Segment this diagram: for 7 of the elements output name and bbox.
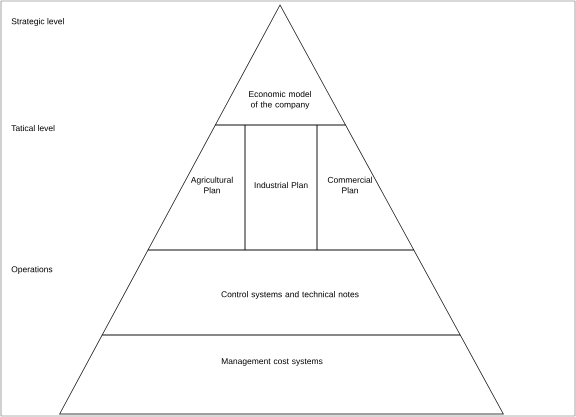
level-label: Operations	[12, 266, 52, 274]
pyramid-section: Control systems and technical notes	[102, 250, 461, 336]
level-label: Strategic level	[12, 18, 64, 26]
pyramid-section: Industrial Plan	[244, 124, 318, 250]
pyramid-section: Commercial Plan	[316, 124, 414, 250]
pyramid-section: Management cost systems	[59, 334, 504, 414]
level-label: Tatical level	[11, 124, 54, 132]
